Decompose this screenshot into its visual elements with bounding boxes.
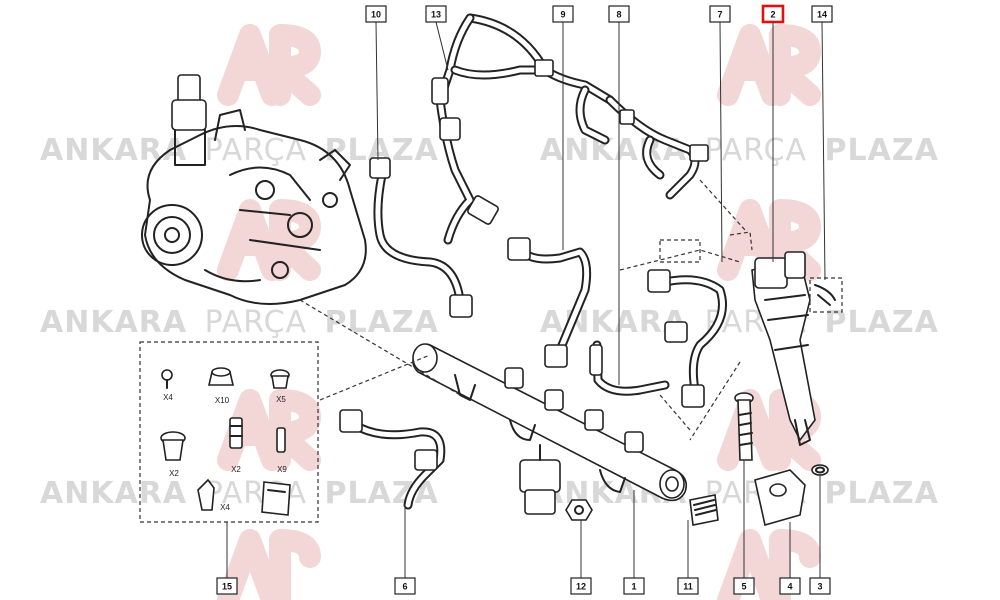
svg-text:X10: X10	[215, 396, 230, 405]
svg-text:5: 5	[741, 582, 746, 592]
svg-text:12: 12	[576, 582, 586, 592]
svg-text:1: 1	[631, 582, 636, 592]
svg-text:15: 15	[222, 582, 232, 592]
fuel-rail	[412, 343, 688, 502]
svg-text:9: 9	[560, 10, 565, 20]
assembly-lines	[299, 179, 753, 441]
svg-text:X9: X9	[277, 465, 287, 474]
svg-text:2: 2	[770, 10, 775, 20]
watermark-text: ANKARA PARÇA PLAZA	[540, 305, 939, 340]
injector-pipe-9	[507, 237, 592, 368]
svg-text:X4: X4	[220, 503, 230, 512]
callout-2[interactable]: 2	[761, 4, 785, 24]
injector-pipe-10	[369, 157, 473, 318]
kit-item: X4	[161, 369, 173, 402]
leader-lines	[226, 21, 826, 578]
callout-11[interactable]: 11	[677, 577, 699, 595]
watermark-logo	[217, 24, 321, 106]
callout-13[interactable]: 13	[425, 5, 447, 23]
callout-12[interactable]: 12	[570, 577, 592, 595]
kit-item: X5	[270, 369, 290, 404]
watermark-text: ANKARA PARÇA PLAZA	[540, 476, 939, 511]
svg-text:X2: X2	[231, 465, 241, 474]
svg-text:X2: X2	[169, 469, 179, 478]
callout-3[interactable]: 3	[809, 577, 831, 595]
svg-text:3: 3	[817, 582, 822, 592]
return-pipe-8	[589, 340, 670, 396]
callout-7[interactable]: 7	[709, 5, 731, 23]
injector-pipe-6	[339, 409, 446, 510]
watermark-logo	[717, 199, 821, 281]
watermark-text: ANKARA PARÇA PLAZA	[540, 133, 939, 168]
watermark-logo	[217, 389, 321, 471]
svg-text:8: 8	[616, 10, 621, 20]
service-kit-box: X4 X10 X5 X2 X2 X9 X4	[139, 341, 319, 523]
svg-text:6: 6	[402, 582, 407, 592]
clip-14	[809, 277, 843, 313]
bolt-5	[734, 392, 754, 461]
svg-text:7: 7	[717, 10, 722, 20]
nut-12	[565, 499, 593, 521]
kit-item: X4	[197, 478, 230, 512]
watermark-text: ANKARA PARÇA PLAZA	[40, 476, 439, 511]
kit-item: X10	[207, 367, 235, 405]
clamp-4	[754, 469, 806, 527]
callout-15[interactable]: 15	[216, 577, 238, 595]
callout-1[interactable]: 1	[623, 577, 645, 595]
svg-text:11: 11	[683, 582, 693, 592]
seal-3	[811, 464, 829, 476]
watermark-logo	[217, 529, 321, 600]
high-pressure-pump	[141, 74, 367, 305]
callout-14[interactable]: 14	[811, 5, 833, 23]
kit-item	[261, 481, 291, 516]
injector-pipe-7	[647, 269, 727, 408]
svg-text:10: 10	[371, 10, 381, 20]
callout-8[interactable]: 8	[608, 5, 630, 23]
kit-item: X2	[160, 431, 186, 478]
callout-6[interactable]: 6	[394, 577, 416, 595]
svg-text:14: 14	[817, 10, 827, 20]
kit-item: X9	[276, 427, 287, 474]
watermark-logo	[217, 199, 321, 281]
callout-5[interactable]: 5	[733, 577, 755, 595]
svg-text:13: 13	[431, 10, 441, 20]
callout-4[interactable]: 4	[779, 577, 801, 595]
stud-11	[689, 494, 719, 526]
svg-text:X4: X4	[163, 393, 173, 402]
callout-9[interactable]: 9	[552, 5, 574, 23]
kit-item: X2	[229, 417, 243, 474]
wiring-harness	[431, 13, 709, 245]
injector	[751, 251, 816, 446]
watermark-text: ANKARA PARÇA PLAZA	[40, 305, 439, 340]
watermark-logo	[717, 24, 821, 106]
svg-text:4: 4	[787, 582, 792, 592]
callout-10[interactable]: 10	[365, 5, 387, 23]
rail-pressure-sensor	[519, 444, 561, 515]
svg-text:X5: X5	[276, 395, 286, 404]
